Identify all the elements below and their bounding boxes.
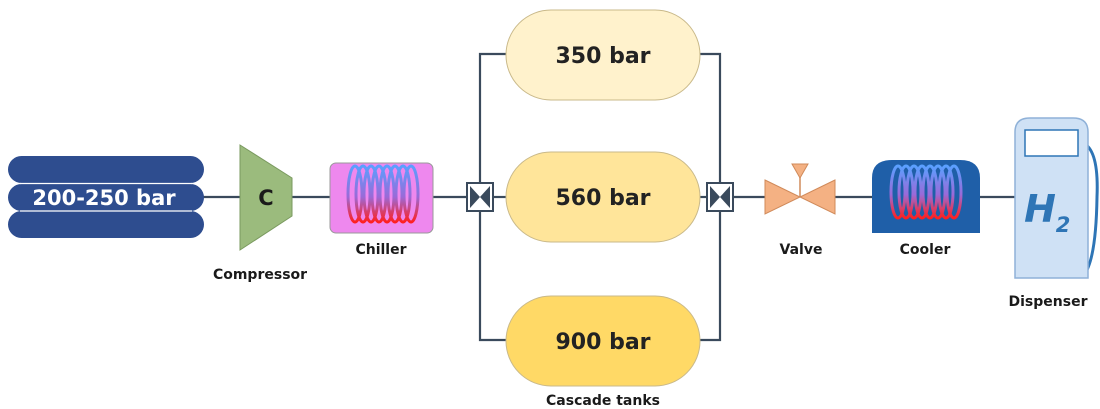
h2-symbol-sub: 2 bbox=[1056, 213, 1071, 237]
valve: Valve bbox=[764, 163, 836, 258]
dispenser-label: Dispenser bbox=[1009, 294, 1088, 310]
chiller-coil-icon bbox=[346, 164, 420, 224]
tank-560: 560 bar bbox=[505, 151, 701, 243]
pipes bbox=[200, 52, 1015, 342]
compressor: C Compressor bbox=[213, 144, 307, 283]
valve-icon bbox=[764, 163, 836, 215]
chiller-label: Chiller bbox=[355, 242, 406, 258]
cooler-coil-icon bbox=[889, 164, 963, 220]
compressor-symbol: C bbox=[258, 186, 273, 210]
cooler-label: Cooler bbox=[900, 242, 951, 258]
source-tube-top bbox=[8, 156, 204, 183]
dispenser: H 2 Dispenser bbox=[1009, 117, 1099, 310]
dispenser-screen bbox=[1024, 129, 1079, 157]
dispenser-hose bbox=[1081, 141, 1099, 278]
compressor-label: Compressor bbox=[213, 267, 307, 283]
storage-source: 200-250 bar bbox=[8, 156, 204, 238]
source-tube-bottom bbox=[8, 211, 204, 238]
source-tube-middle bbox=[8, 184, 204, 211]
cooler: Cooler bbox=[872, 160, 980, 258]
dispenser-body-icon bbox=[1014, 117, 1089, 279]
tank-900: 900 bar bbox=[505, 295, 701, 387]
left-manifold-valve-icon bbox=[466, 182, 494, 212]
tank-350-label: 350 bar bbox=[555, 44, 650, 69]
h2-symbol-main: H bbox=[1024, 187, 1056, 231]
compressor-icon bbox=[239, 144, 293, 251]
tank-350: 350 bar bbox=[505, 9, 701, 101]
right-manifold-valve-icon bbox=[706, 182, 734, 212]
tank-560-label: 560 bar bbox=[555, 186, 650, 211]
cascade-tanks: 350 bar 560 bar 900 bar Cascade tanks bbox=[505, 9, 701, 409]
tank-900-label: 900 bar bbox=[555, 330, 650, 355]
source-pressure-label: 200-250 bar bbox=[32, 186, 176, 210]
cascade-tanks-label: Cascade tanks bbox=[546, 393, 660, 409]
valve-label: Valve bbox=[780, 242, 823, 258]
chiller: Chiller bbox=[329, 162, 434, 258]
